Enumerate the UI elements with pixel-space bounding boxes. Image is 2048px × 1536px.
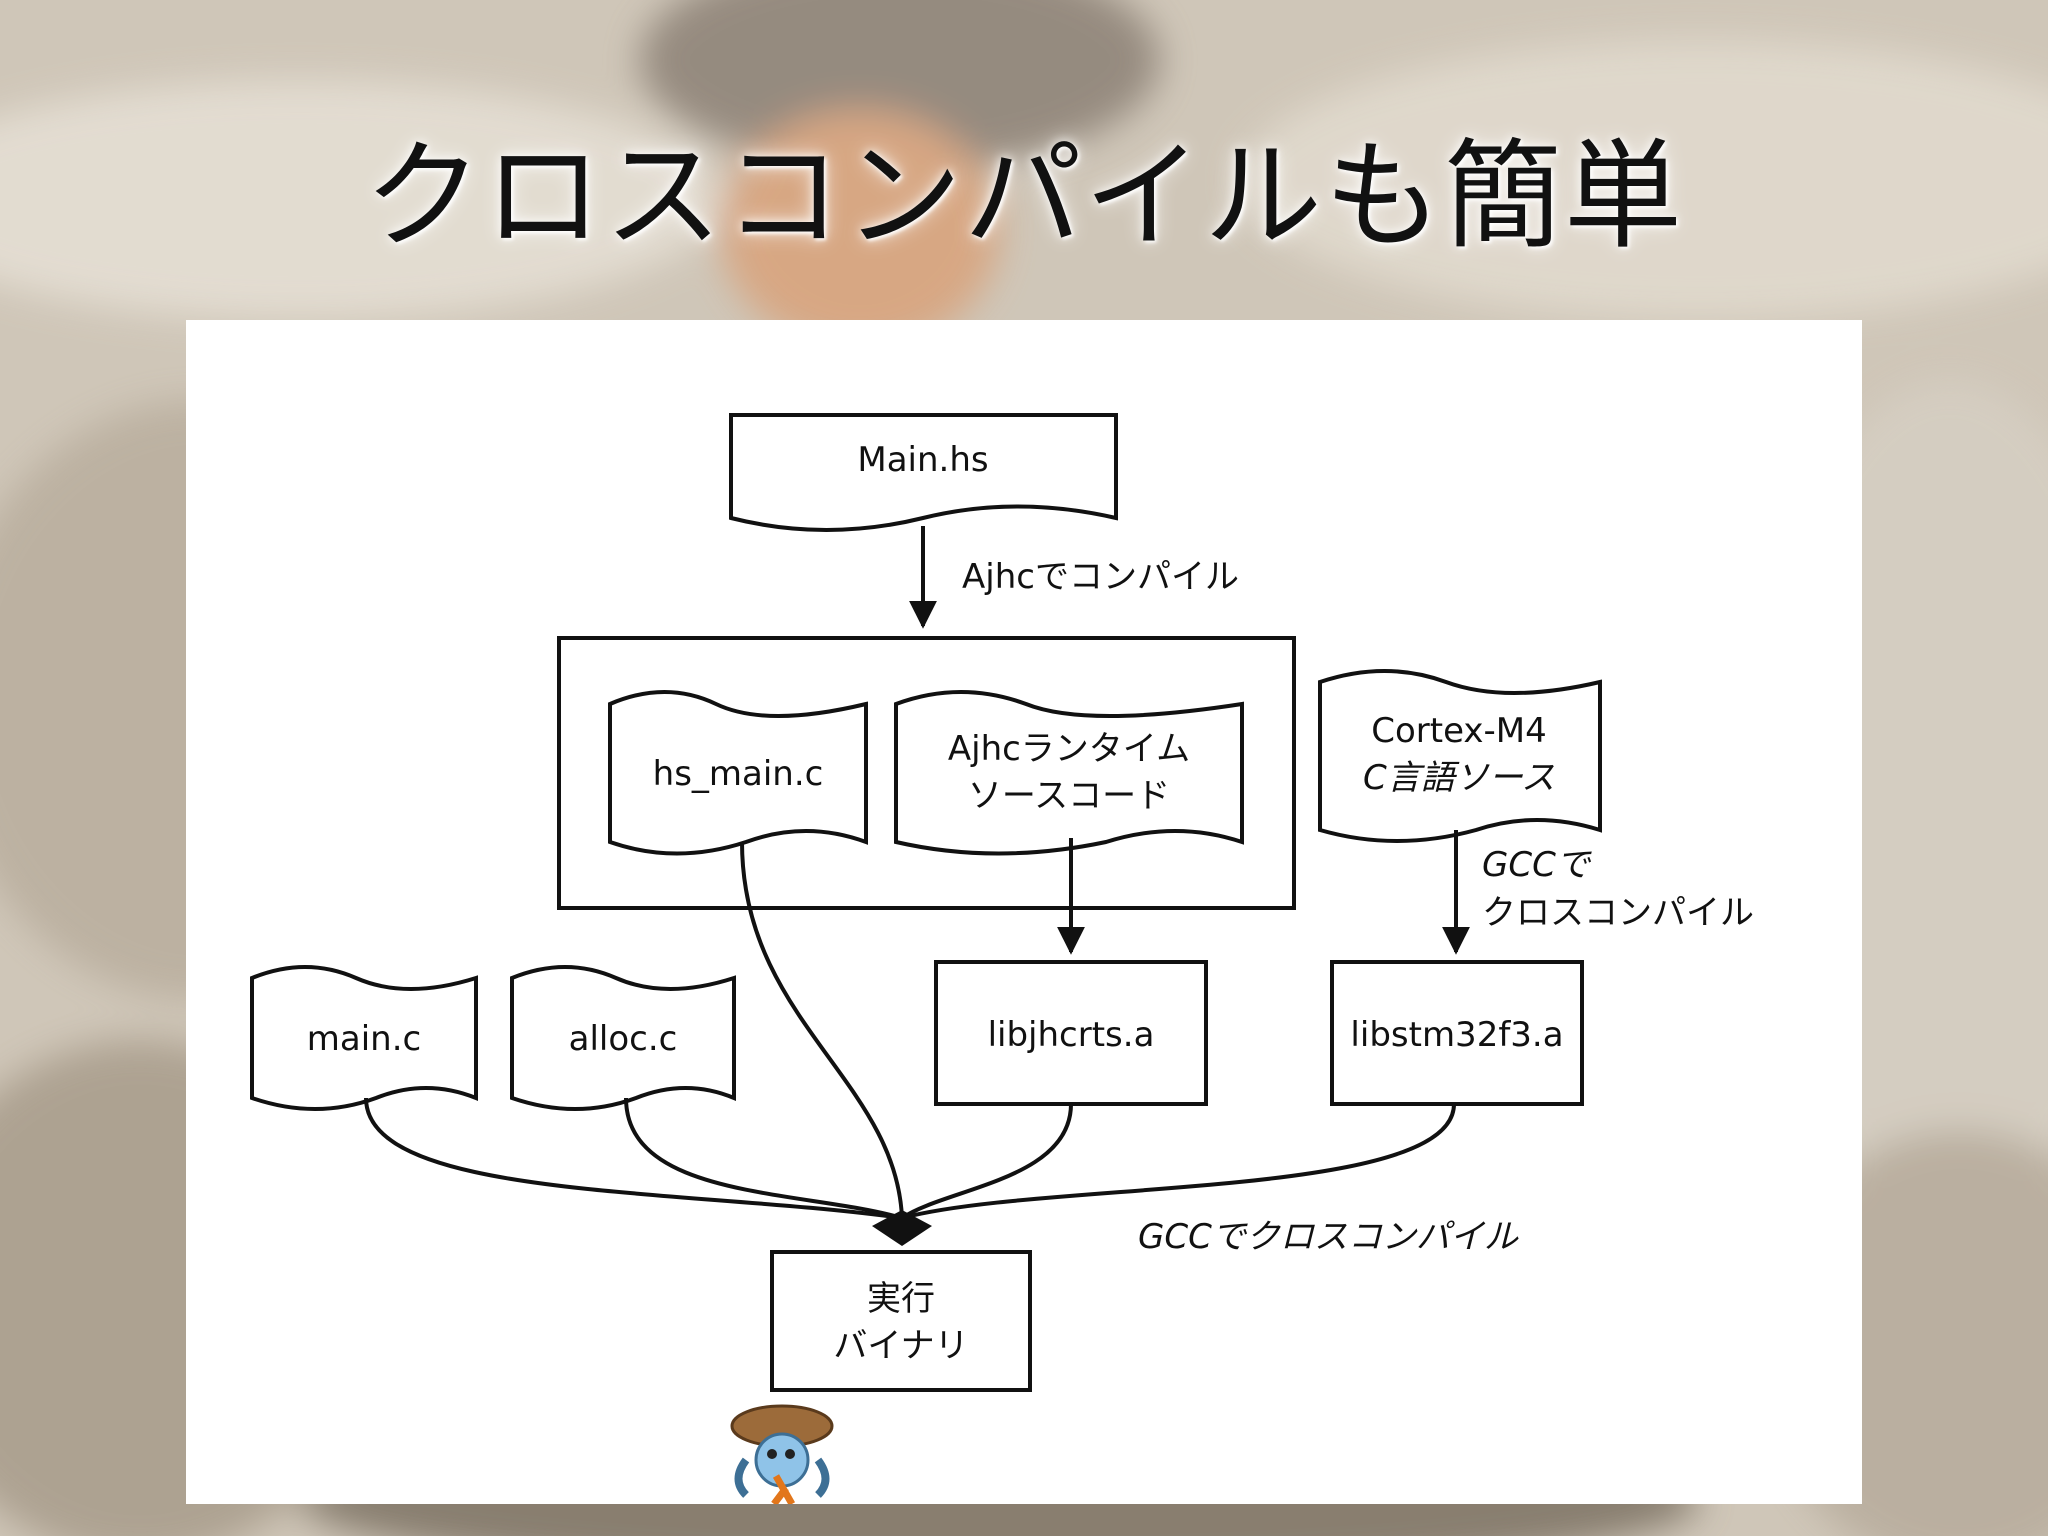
node-main-hs-label: Main.hs xyxy=(857,440,988,480)
edge-libjhcrts-to-exec xyxy=(900,1103,1073,1220)
node-ajhc-runtime-label-2: ソースコード xyxy=(968,776,1170,816)
node-hs-main-c: hs_main.c xyxy=(608,690,868,856)
merge-arrowhead xyxy=(872,1210,932,1246)
node-alloc-c-label: alloc.c xyxy=(569,1019,678,1059)
diagram-panel: Main.hs Ajhcでコンパイル hs_main.c Ajhcランタイム ソ… xyxy=(186,320,1862,1504)
edge-main-c-to-exec xyxy=(364,1097,903,1220)
edge-label-ajhc-compile: Ajhcでコンパイル xyxy=(962,557,1239,597)
node-main-c-label: main.c xyxy=(307,1019,421,1059)
node-executable-binary: 実行 バイナリ xyxy=(770,1250,1032,1392)
node-main-c: main.c xyxy=(250,965,478,1111)
node-cortex-m4-source: Cortex-M4 C言語ソース xyxy=(1318,669,1602,843)
node-exec-label-2: バイナリ xyxy=(833,1326,968,1366)
edge-alloc-c-to-exec xyxy=(624,1097,903,1220)
node-ajhc-runtime-label-1: Ajhcランタイム xyxy=(948,729,1190,769)
mascot-icon xyxy=(730,1404,834,1504)
node-libjhcrts: libjhcrts.a xyxy=(934,960,1208,1106)
node-cortex-m4-label-2: C言語ソース xyxy=(1363,758,1555,798)
node-alloc-c: alloc.c xyxy=(510,965,736,1111)
node-exec-label-1: 実行 xyxy=(867,1279,935,1319)
node-libjhcrts-label: libjhcrts.a xyxy=(988,1015,1155,1055)
node-main-hs: Main.hs xyxy=(729,413,1118,532)
edge-label-gcc-1: GCCで xyxy=(1482,845,1592,885)
node-libstm32f3: libstm32f3.a xyxy=(1330,960,1584,1106)
compile-flow-diagram: Main.hs Ajhcでコンパイル hs_main.c Ajhcランタイム ソ… xyxy=(250,413,1754,1504)
edge-label-gcc-2: クロスコンパイル xyxy=(1482,893,1754,933)
edge-libstm32-to-exec xyxy=(901,1103,1456,1220)
node-cortex-m4-label-1: Cortex-M4 xyxy=(1371,711,1547,751)
node-libstm32f3-label: libstm32f3.a xyxy=(1350,1015,1563,1055)
edge-hs-main-to-exec xyxy=(740,841,904,1219)
node-ajhc-runtime: Ajhcランタイム ソースコード xyxy=(894,690,1244,856)
slide-title: クロスコンパイルも簡単 xyxy=(363,127,1684,265)
node-hs-main-c-label: hs_main.c xyxy=(653,754,824,794)
edge-label-gcc-link: GCCでクロスコンパイル xyxy=(1138,1217,1519,1257)
